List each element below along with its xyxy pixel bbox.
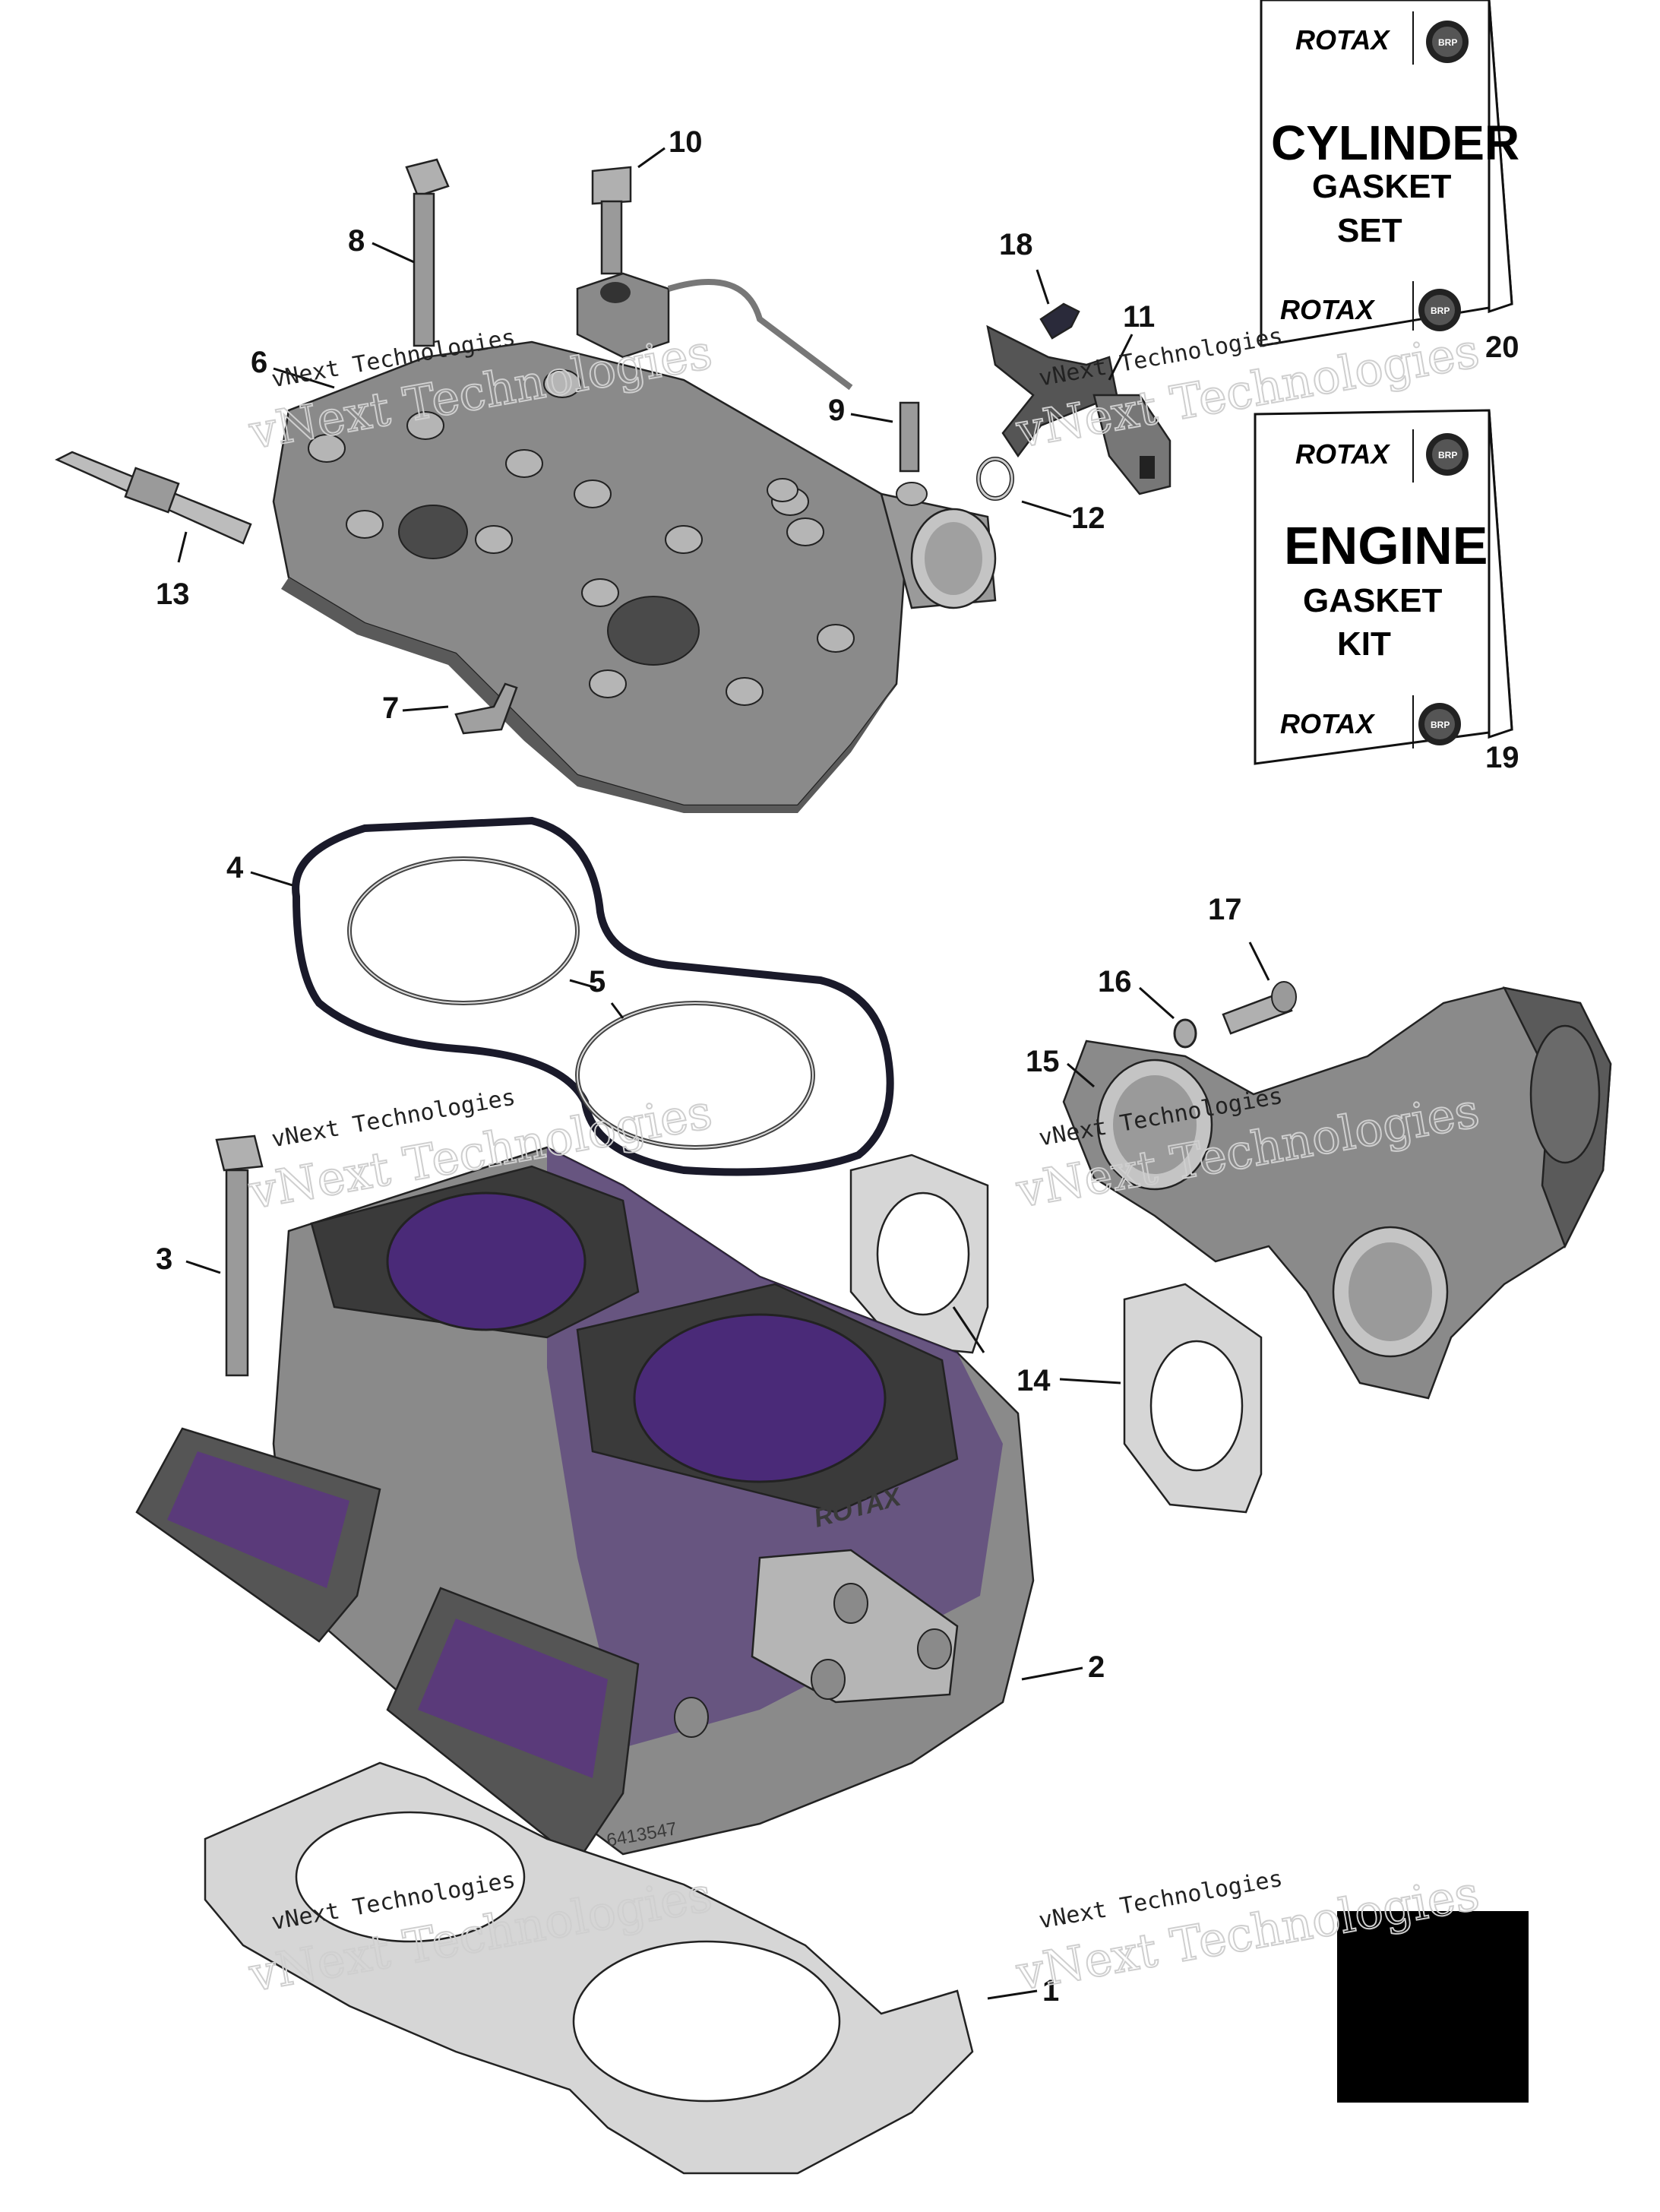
exhaust-manifold [1062,986,1612,1400]
brp-logo-icon: BRP [1418,289,1461,331]
brp-logo-icon: BRP [1426,21,1469,63]
bolt-8 [405,158,450,347]
callout-16: 16 [1098,965,1132,998]
engine-kit-brand-bottom: ROTAX [1280,708,1375,739]
cylinder-kit-brand-bottom: ROTAX [1280,294,1375,325]
fitting-9 [899,401,920,473]
spark-plug [55,451,252,545]
bolt-10 [591,166,632,275]
callout-2: 2 [1088,1650,1105,1684]
callout-labels: 1 2 3 4 5 6 7 8 9 10 11 12 13 14 15 16 1… [156,125,1519,2008]
knock-sensor [576,272,853,391]
svg-text:BRP: BRP [1431,720,1450,730]
cylinder-kit-brand-top: ROTAX [1295,24,1390,55]
engine-kit-brand-top: ROTAX [1295,438,1390,470]
callout-19: 19 [1485,741,1519,774]
base-gasket-1 [204,1761,974,2175]
black-square [1337,1911,1529,2103]
cylinder-head [272,340,997,813]
cylinder-gasket-set-card: ROTAX BRP CYLINDER GASKET SET ROTAX BRP [1260,0,1519,347]
exhaust-gasket-14a [849,1153,989,1354]
callout-14: 14 [1017,1364,1051,1397]
svg-text:BRP: BRP [1438,450,1457,460]
washer-16 [1173,1018,1197,1049]
callout-17: 17 [1208,893,1242,926]
cylinder-kit-subtitle-2: SET [1337,212,1402,249]
brp-logo-icon: BRP [1418,703,1461,745]
cylinder-kit-title: CYLINDER [1271,116,1519,170]
callout-6: 6 [251,346,267,379]
engine-gasket-kit-card: ROTAX BRP ENGINE GASKET KIT ROTAX BRP [1254,409,1513,765]
callout-9: 9 [828,394,845,427]
o-ring-5 [347,856,815,1150]
bolt-17 [1222,981,1297,1035]
engine-kit-subtitle-2: KIT [1337,625,1391,663]
callout-11: 11 [1123,300,1155,334]
callout-20: 20 [1485,331,1519,364]
callout-3: 3 [156,1242,172,1276]
callout-4: 4 [226,851,244,884]
callout-5: 5 [589,965,606,998]
o-ring-12 [976,457,1014,501]
brp-logo-icon: BRP [1426,433,1469,476]
exhaust-gasket-14b [1123,1283,1263,1514]
callout-13: 13 [156,578,190,611]
callout-10: 10 [669,125,703,159]
engine-kit-title: ENGINE [1284,516,1488,575]
leader-lines [177,147,1270,2000]
svg-text:BRP: BRP [1431,305,1450,316]
callout-15: 15 [1026,1045,1060,1078]
callout-8: 8 [348,224,365,258]
cylinder-kit-subtitle: GASKET [1312,168,1451,205]
temperature-sensor-11 [986,324,1171,495]
callout-7: 7 [382,691,399,725]
svg-text:BRP: BRP [1438,37,1457,48]
head-gasket-seal-4 [292,816,894,1176]
callout-12: 12 [1071,502,1105,535]
callout-1: 1 [1042,1974,1059,2008]
clip-18 [1039,302,1080,340]
engine-kit-subtitle: GASKET [1303,582,1442,619]
cylinder-block: ROTAX 6413547 [135,1146,1035,1863]
fitting-7 [454,682,518,735]
bolt-3 [215,1134,264,1377]
callout-18: 18 [999,228,1033,261]
